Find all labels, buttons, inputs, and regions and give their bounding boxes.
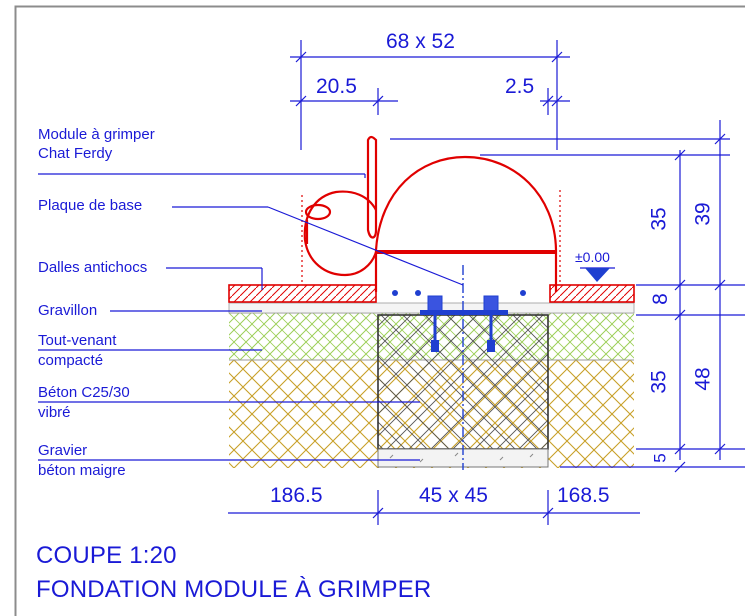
dim-top-overall: 68 x 52 <box>386 30 455 53</box>
title-main: FONDATION MODULE À GRIMPER <box>36 576 432 603</box>
label-dalles: Dalles antichocs <box>38 259 148 276</box>
dim-bottom-right: 168.5 <box>557 484 610 507</box>
label-module-name: Chat Ferdy <box>38 145 113 162</box>
dimension-lines <box>38 40 745 525</box>
dim-right-48: 48 <box>691 367 715 391</box>
anchor-bolts <box>392 290 526 352</box>
dim-right-5: 5 <box>650 453 670 463</box>
label-gravier-2: béton maigre <box>38 462 126 479</box>
elevation-marker <box>580 267 615 282</box>
dim-bottom-left: 186.5 <box>270 484 323 507</box>
climbing-module <box>301 135 561 292</box>
dim-bottom-mid: 45 x 45 <box>419 484 488 507</box>
dalles-left <box>228 284 377 303</box>
dim-right-35-upper: 35 <box>647 207 671 231</box>
dim-right-39: 39 <box>691 202 715 226</box>
dim-right-8: 8 <box>648 293 672 305</box>
label-tout-venant-2: compacté <box>38 352 104 369</box>
dim-right-35-lower: 35 <box>647 370 671 394</box>
label-beton-2: vibré <box>38 404 71 421</box>
label-tout-venant: Tout-venant <box>38 332 117 349</box>
label-beton: Béton C25/30 <box>38 384 130 401</box>
label-plaque: Plaque de base <box>38 197 143 214</box>
sheet-border <box>14 5 745 616</box>
elevation-label: ±0.00 <box>575 249 610 265</box>
label-gravier: Gravier <box>38 442 88 459</box>
dalles-right <box>549 284 635 303</box>
label-module: Module à grimper <box>38 126 155 143</box>
label-gravillon: Gravillon <box>38 302 98 319</box>
dim-top-left: 20.5 <box>316 75 357 98</box>
dim-top-right: 2.5 <box>505 75 535 98</box>
title-scale: COUPE 1:20 <box>36 542 177 569</box>
